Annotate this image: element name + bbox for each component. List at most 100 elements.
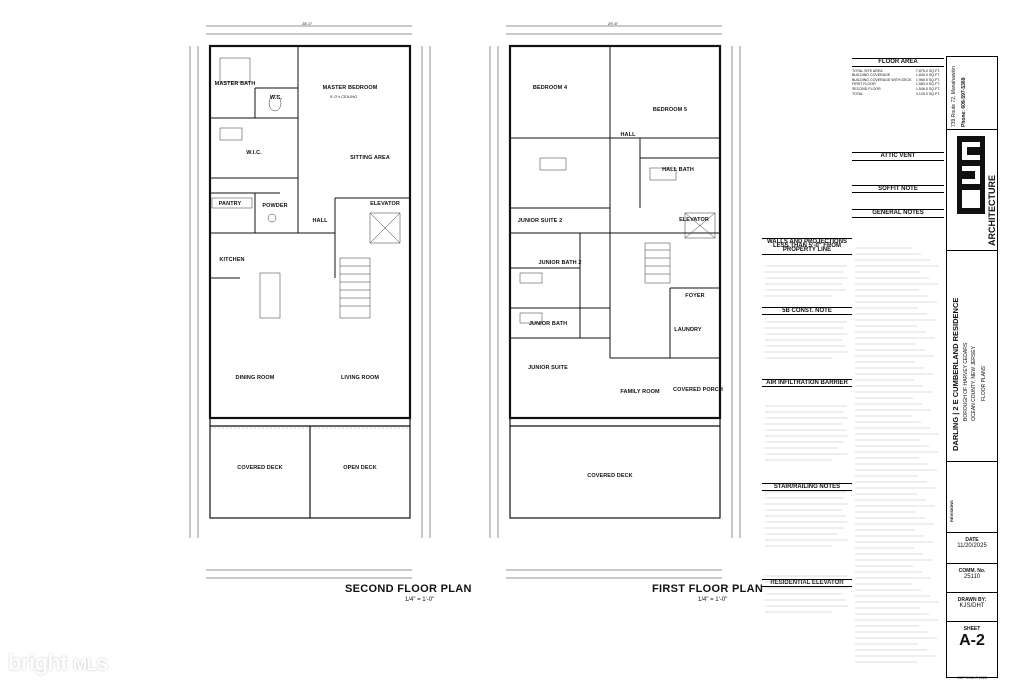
floor-area-row: TOTAL 3,129.0 SQ.FT.	[852, 92, 944, 97]
firm-address: 739 Route 72, Manahawkin	[951, 66, 957, 127]
junior-suite2-label: JUNIOR SUITE 2	[517, 218, 563, 224]
revisions-label: REVISIONS	[949, 500, 954, 522]
living-room-label: LIVING ROOM	[340, 375, 380, 381]
junior-bath2-label: JUNIOR BATH 2	[538, 260, 582, 266]
soffit-heading: SOFFIT NOTE	[852, 184, 944, 194]
general-notes-lines	[855, 247, 939, 663]
floor-area-value: 3,129.0 SQ.FT.	[915, 91, 940, 96]
drawn-value: KJS/DHT	[959, 603, 985, 609]
dining-room-label: DINING ROOM	[235, 375, 275, 381]
date-cell: DATE 11/20/2025	[947, 533, 997, 564]
floor-area-row: FIRST FLOOR 1,583.0 SQ.FT.	[852, 82, 944, 87]
covered-deck-label: COVERED DECK	[237, 465, 283, 471]
floor-area-row: SECOND FLOOR 1,546.0 SQ.FT.	[852, 87, 944, 92]
powder-label: POWDER	[262, 203, 288, 209]
kitchen-label: KITCHEN	[219, 257, 245, 263]
comm-label: COMM. No.	[958, 568, 986, 574]
family-room-label: FAMILY ROOM	[620, 389, 660, 395]
top-dimension: 28'-0"	[302, 21, 313, 26]
drawn-label: DRAWN BY:	[957, 597, 987, 603]
copyright: COPYRIGHT 2025	[957, 676, 987, 680]
notes-column: WALLS AND PROJECTIONS LESS THAN 5'-0" FR…	[762, 236, 852, 676]
wic-label: W.I.C.	[246, 150, 262, 156]
second-floor-drawing	[189, 25, 431, 579]
title-block: 739 Route 72, Manahawkin Phone: 609-597-…	[946, 56, 998, 680]
elevator-label: ELEVATOR	[370, 201, 400, 207]
floor-area-label: FIRST FLOOR	[852, 82, 876, 87]
second-floor-title: SECOND FLOOR PLAN	[345, 583, 472, 595]
elevator-heading: RESIDENTIAL ELEVATOR	[762, 579, 852, 588]
floor-area-label: BUILDING COVERAGE	[852, 73, 891, 78]
sheet-cell: SHEET A-2 COPYRIGHT 2025	[947, 622, 997, 682]
elevator-label: ELEVATOR	[679, 217, 709, 223]
sheet-description: FLOOR PLANS	[981, 365, 987, 401]
sb-heading: 5B CONST. NOTE	[762, 306, 852, 315]
covered-deck-label: COVERED DECK	[587, 473, 633, 479]
firm-contact-cell: 739 Route 72, Manahawkin Phone: 609-597-…	[947, 57, 997, 130]
floor-area-label: TOTAL SITE AREA	[852, 68, 883, 73]
sitting-area-label: SITTING AREA	[350, 155, 390, 161]
revisions-cell: REVISIONS	[947, 462, 997, 533]
general-notes-heading: GENERAL NOTES	[852, 209, 944, 218]
first-floor-plan: BEDROOM 4 BEDROOM 5 HALL HALL BATH JUNIO…	[480, 18, 750, 598]
hall-bath-label: HALL BATH	[662, 167, 694, 173]
foyer-label: FOYER	[685, 293, 705, 299]
attic-spacer	[852, 163, 944, 183]
floor-area-row: BUILDING COVERAGE 1,840.0 SQ.FT.	[852, 73, 944, 78]
hall-label: HALL	[620, 132, 636, 138]
covered-porch-label: COVERED PORCH	[673, 387, 723, 393]
floor-area-value: 1,840.0 SQ.FT.	[915, 73, 940, 78]
date-label: DATE	[965, 537, 979, 543]
first-floor-title: FIRST FLOOR PLAN	[652, 583, 764, 595]
project-name: DARLING | 2 E CUMBERLAND RESIDENCE	[951, 297, 960, 451]
project-cell: DARLING | 2 E CUMBERLAND RESIDENCE BOROU…	[947, 251, 997, 462]
second-floor-scale: 1/4" = 1'-0"	[405, 597, 435, 603]
firm-phone: Phone: 609-597-5369	[961, 77, 967, 127]
wc-label: W.C.	[269, 95, 283, 101]
sheet-label: SHEET	[963, 626, 981, 632]
bedroom5-label: BEDROOM 5	[652, 107, 688, 113]
first-floor-drawing	[489, 25, 741, 579]
date-value: 11/20/2025	[957, 543, 987, 549]
master-bath-label: MASTER BATH	[214, 81, 256, 87]
bedroom4-label: BEDROOM 4	[532, 85, 568, 91]
floor-area-label: SECOND FLOOR	[852, 86, 881, 91]
watermark-mls: MLS	[72, 655, 108, 674]
watermark-brand: bright	[8, 650, 68, 675]
floor-area-label: TOTAL	[852, 91, 864, 96]
floor-area-label: BUILDING COVERAGE WITH DECK	[852, 77, 912, 82]
junior-bath-label: JUNIOR BATH	[528, 321, 568, 327]
top-dimension: 29'-6"	[608, 21, 619, 26]
hall-label: HALL	[312, 218, 328, 224]
pantry-label: PANTRY	[218, 201, 242, 207]
comm-cell: COMM. No. 25110	[947, 564, 997, 593]
project-location: BOROUGH OF HARVEY CEDARS	[963, 342, 969, 421]
junior-suite-label: JUNIOR SUITE	[528, 365, 568, 371]
comm-value: 25110	[963, 574, 981, 580]
air-heading: AIR INFILTRATION BARRIER	[762, 378, 852, 388]
floor-area-spacer	[852, 96, 944, 150]
floor-area-value: 7,875.0 SQ.FT.	[915, 68, 940, 73]
drawn-cell: DRAWN BY: KJS/DHT	[947, 593, 997, 622]
notes-lines	[765, 265, 848, 613]
master-bedroom-label: MASTER BEDROOM	[322, 85, 378, 91]
firm-logo-cell: ARCHITECTURE	[947, 130, 997, 251]
sheet-number: A-2	[959, 632, 985, 649]
firm-logo-icon	[957, 136, 985, 214]
stair-heading: STAIR/RAILING NOTES	[762, 483, 852, 492]
ceiling-note: 9'-0"± CEILING	[330, 94, 358, 99]
floor-area-value: 1,583.0 SQ.FT.	[915, 82, 940, 87]
walls-heading: WALLS AND PROJECTIONS LESS THAN 5'-0" FR…	[762, 238, 852, 255]
firm-name: ARCHITECTURE	[987, 175, 997, 246]
attic-vent-heading: ATTIC VENT	[852, 152, 944, 161]
first-floor-scale: 1/4" = 1'-0"	[698, 597, 728, 603]
project-county: OCEAN COUNTY, NEW JERSEY	[971, 346, 977, 421]
laundry-label: LAUNDRY	[674, 327, 702, 333]
floor-area-row: TOTAL SITE AREA 7,875.0 SQ.FT.	[852, 69, 944, 74]
bright-mls-watermark: bright MLS	[8, 650, 108, 676]
floor-area-value: 1,546.0 SQ.FT.	[915, 86, 940, 91]
